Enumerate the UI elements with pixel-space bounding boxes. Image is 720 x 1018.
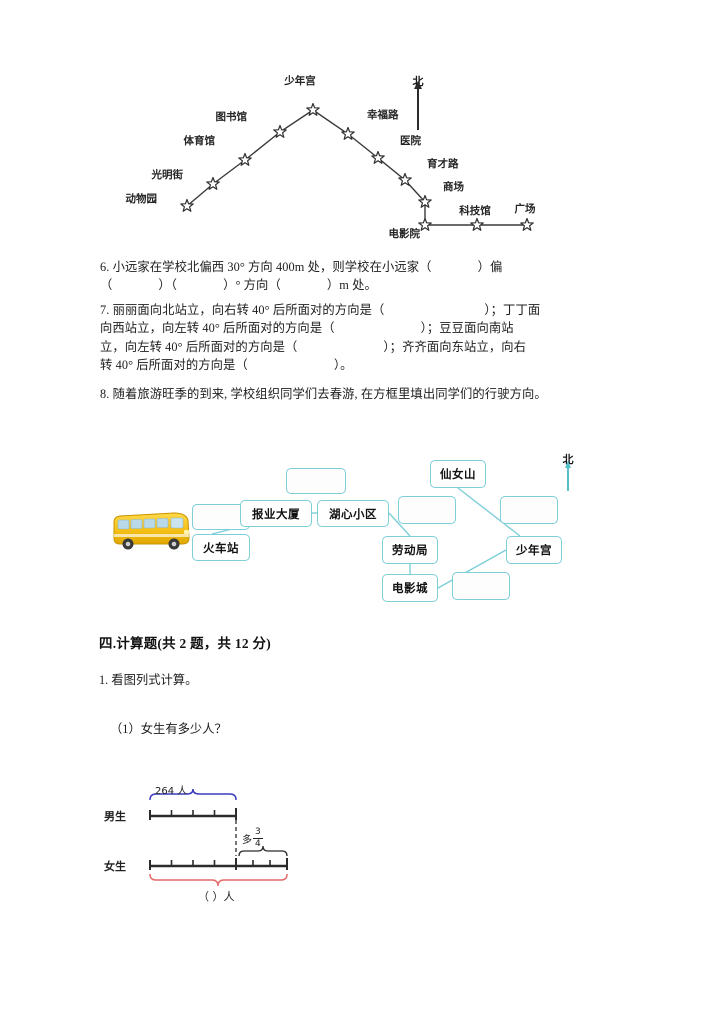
map-star-marker bbox=[180, 198, 194, 212]
north-arrow-shaft-route-icon bbox=[564, 461, 571, 491]
map-star-marker bbox=[273, 124, 287, 138]
route-box-xiannvshan: 仙女山 bbox=[430, 460, 486, 488]
map-edge bbox=[279, 109, 314, 133]
route-answer-box-blank-right[interactable] bbox=[500, 496, 558, 524]
section-4-heading: 四.计算题(共 2 题，共 12 分) bbox=[99, 636, 271, 651]
question-6-line1-prefix: 6. 小远家在学校北偏西 30° 方向 400m 处，则学校在小远家（ bbox=[100, 260, 432, 274]
spring-outing-route-diagram: 报业大厦湖心小区火车站 仙女山劳动局 少年宫电影城 北 bbox=[100, 452, 600, 612]
section-4-question-1: 1. 看图列式计算。 bbox=[99, 673, 198, 687]
line-segment-svg bbox=[149, 788, 288, 887]
question-6-line2-b: ）（ bbox=[158, 278, 178, 293]
question-7-p7: 转 40° 后所面对的方向是（ bbox=[100, 358, 248, 373]
question-6-line1-mid: ）偏 bbox=[477, 260, 503, 274]
boys-label: 男生 bbox=[104, 810, 126, 823]
more-fraction-annotation: 多 3 4 bbox=[242, 828, 263, 849]
map-place-label: 广场 bbox=[515, 202, 536, 215]
map-place-label: 光明街 bbox=[151, 168, 184, 181]
bottom-brace bbox=[149, 873, 288, 887]
fraction-denominator: 4 bbox=[253, 838, 263, 849]
map-edge bbox=[377, 157, 406, 181]
map-star-marker bbox=[238, 152, 252, 166]
fraction-three-quarters: 3 4 bbox=[253, 828, 263, 849]
question-7-p6: ）；齐齐面向东站立，向右 bbox=[383, 339, 527, 354]
school-bus-icon bbox=[113, 512, 190, 550]
section-4-question-1a: （1）女生有多少人？ bbox=[110, 722, 227, 736]
question-8: 8. 随着旅游旺季的到来, 学校组织同学们去春游, 在方框里填出同学们的行驶方向… bbox=[100, 387, 547, 401]
girls-label: 女生 bbox=[104, 860, 126, 873]
map-star-marker bbox=[371, 150, 385, 164]
map-star-marker bbox=[418, 217, 432, 231]
route-edge bbox=[388, 512, 411, 537]
question-6-line2-c: ）° 方向（ bbox=[223, 278, 281, 293]
question-7-p5: 立，向左转 40° 后所面对的方向是（ bbox=[100, 339, 298, 354]
route-box-dianying: 电影城 bbox=[382, 574, 438, 602]
north-label-route: 北 bbox=[562, 453, 574, 466]
question-6: 6. 小远家在学校北偏西 30° 方向 400m 处，则学校在小远家（ ）偏 （ ）… bbox=[100, 258, 620, 295]
map-place-label: 幸福路 bbox=[367, 108, 399, 121]
map-place-label: 电影院 bbox=[389, 227, 421, 240]
map-edge bbox=[186, 183, 214, 207]
map-edge bbox=[347, 133, 379, 159]
map-star-marker bbox=[470, 217, 484, 231]
route-box-shaonian: 少年宫 bbox=[506, 536, 562, 564]
question-7-p1: 7. 丽丽面向北站立，向右转 40° 后所面对的方向是（ bbox=[100, 303, 385, 317]
route-answer-box-blank-bottom[interactable] bbox=[452, 572, 510, 600]
extra-brace bbox=[238, 845, 288, 857]
map-edge bbox=[312, 109, 349, 135]
question-7: 7. 丽丽面向北站立，向右转 40° 后所面对的方向是（ ）；丁丁面 向西站立，向… bbox=[100, 301, 622, 375]
map-edge bbox=[244, 131, 281, 161]
fraction-numerator: 3 bbox=[255, 827, 261, 837]
question-7-p2: ）；丁丁面 bbox=[484, 303, 541, 317]
girls-total-blank-label: （ ）人 bbox=[198, 890, 235, 903]
map-edge bbox=[212, 159, 246, 185]
route-edge bbox=[437, 549, 507, 589]
map-place-label: 科技馆 bbox=[459, 204, 491, 217]
north-arrow-shaft-icon bbox=[414, 81, 422, 130]
map-place-label: 商场 bbox=[443, 180, 464, 193]
map-star-marker bbox=[206, 176, 220, 190]
map-place-label: 少年宫 bbox=[283, 74, 316, 87]
route-box-huoche: 火车站 bbox=[192, 534, 250, 561]
route-box-huxin: 湖心小区 bbox=[317, 500, 389, 527]
more-label: 多 bbox=[242, 835, 252, 846]
map-place-label: 体育馆 bbox=[184, 134, 216, 147]
route-answer-box-blank-mid[interactable] bbox=[398, 496, 456, 524]
map-place-label: 育才路 bbox=[427, 157, 459, 170]
route-edge bbox=[457, 487, 521, 537]
north-arrow-star-map: 北 bbox=[398, 76, 438, 136]
map-star-marker bbox=[306, 102, 320, 116]
star-route-map: 少年宫图书馆体育馆光明街动物园 幸福路医院育才路商场电影院 科技馆 广场 bbox=[95, 62, 536, 240]
line-segment-diagram: 264 人 男生 女生 多 3 4 （ ）人 bbox=[102, 782, 332, 910]
north-arrow-route-diagram: 北 bbox=[552, 454, 584, 491]
top-brace bbox=[149, 788, 237, 801]
question-6-line2-d: ）m 处。 bbox=[326, 278, 377, 293]
map-star-marker bbox=[418, 194, 432, 208]
map-star-marker bbox=[398, 172, 412, 186]
question-7-p8: ）。 bbox=[333, 358, 353, 373]
map-place-label: 医院 bbox=[400, 134, 421, 147]
map-place-label: 动物园 bbox=[126, 192, 158, 205]
boys-total-label: 264 人 bbox=[155, 786, 188, 797]
route-box-baoye: 报业大厦 bbox=[240, 500, 312, 527]
route-answer-box-blank-top[interactable] bbox=[286, 468, 346, 494]
route-box-laodongju: 劳动局 bbox=[382, 536, 438, 564]
map-star-marker bbox=[341, 126, 355, 140]
question-7-p4: ）；豆豆面向南站 bbox=[420, 321, 514, 336]
map-star-marker bbox=[520, 217, 534, 231]
question-7-p3: 向西站立，向左转 40° 后所面对的方向是（ bbox=[100, 321, 335, 336]
map-place-label: 图书馆 bbox=[216, 110, 248, 123]
question-6-line2-a: （ bbox=[100, 278, 113, 293]
